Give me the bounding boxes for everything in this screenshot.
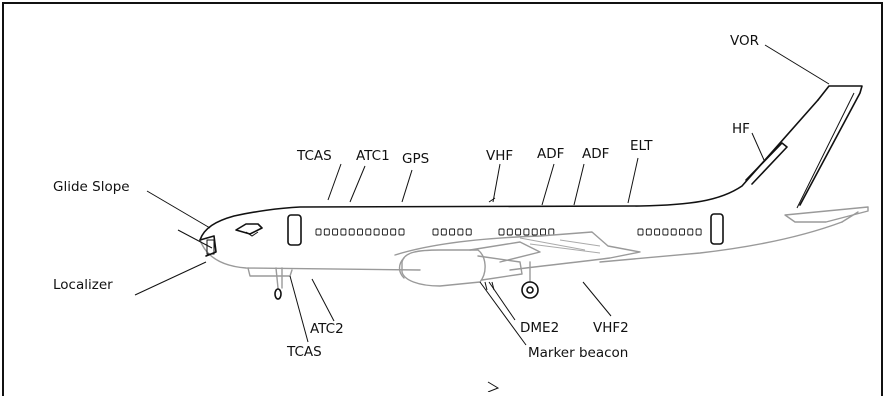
passenger-window [549, 229, 554, 235]
label-atc2: ATC2 [310, 321, 344, 337]
forward-door [288, 215, 301, 245]
wing-outline [395, 232, 640, 270]
stabilizer-leading-edge-line [797, 93, 854, 208]
passenger-window [638, 229, 643, 235]
label-tcas-top: TCAS [296, 148, 332, 164]
label-vor: VOR [730, 33, 759, 49]
label-gps: GPS [402, 151, 429, 167]
passenger-window [688, 229, 693, 235]
passenger-window [441, 229, 446, 235]
passenger-window [374, 229, 379, 235]
wing-flap-lines [520, 238, 600, 253]
label-adf-1: ADF [537, 146, 564, 162]
passenger-window [663, 229, 668, 235]
label-vhf2: VHF2 [593, 320, 629, 336]
passenger-window [391, 229, 396, 235]
fuselage-upper-outline [200, 100, 818, 240]
nose-landing-gear [275, 268, 282, 299]
antenna-ticks [485, 198, 495, 290]
label-vhf: VHF [486, 148, 513, 164]
fuselage-lower-outline [200, 222, 842, 270]
passenger-window [349, 229, 354, 235]
passenger-window [541, 229, 546, 235]
label-adf-2: ADF [582, 146, 609, 162]
passenger-window [466, 229, 471, 235]
passenger-windows [316, 229, 701, 235]
label-dme2: DME2 [520, 320, 559, 336]
passenger-window [324, 229, 329, 235]
passenger-window [433, 229, 438, 235]
hf-antenna-fairing [746, 143, 787, 184]
passenger-window [507, 229, 512, 235]
passenger-window [646, 229, 651, 235]
passenger-window [516, 229, 521, 235]
label-hf: HF [732, 121, 750, 137]
label-tcas-bottom: TCAS [286, 344, 322, 360]
bottom-arrow-mark [488, 382, 498, 392]
passenger-window [655, 229, 660, 235]
label-glide-slope: Glide Slope [53, 179, 130, 195]
forward-belly-fairing [248, 268, 292, 276]
aft-door [711, 214, 723, 244]
passenger-window [524, 229, 529, 235]
passenger-window [499, 229, 504, 235]
passenger-window [358, 229, 363, 235]
vertical-stabilizer [800, 86, 862, 205]
passenger-window [532, 229, 537, 235]
passenger-window [382, 229, 387, 235]
passenger-window [671, 229, 676, 235]
label-atc1: ATC1 [356, 148, 390, 164]
passenger-window [366, 229, 371, 235]
engine-nacelle [402, 250, 485, 286]
passenger-window [333, 229, 338, 235]
passenger-window [680, 229, 685, 235]
passenger-window [696, 229, 701, 235]
passenger-window [399, 229, 404, 235]
horizontal-stabilizer [785, 207, 868, 222]
passenger-window [458, 229, 463, 235]
label-elt: ELT [630, 138, 653, 154]
passenger-window [341, 229, 346, 235]
label-localizer: Localizer [53, 277, 113, 293]
label-marker-beacon: Marker beacon [528, 345, 628, 361]
passenger-window [316, 229, 321, 235]
passenger-window [450, 229, 455, 235]
